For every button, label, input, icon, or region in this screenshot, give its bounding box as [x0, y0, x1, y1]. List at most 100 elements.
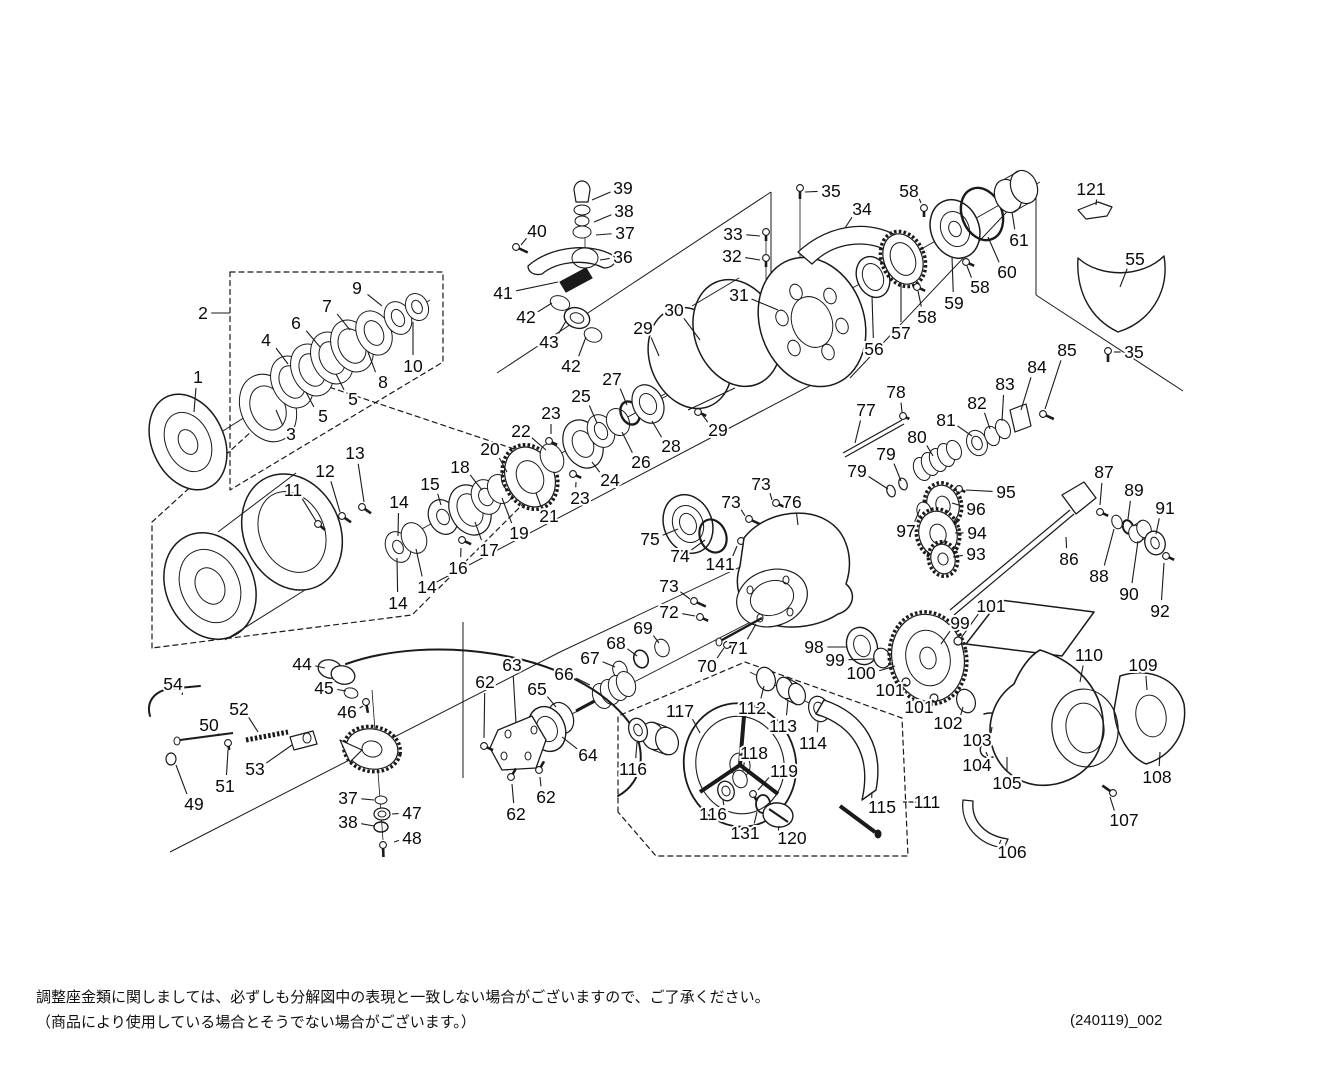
part-label-41: 41	[493, 283, 512, 303]
part-label-116: 116	[619, 759, 647, 779]
leader-line-46	[359, 705, 364, 709]
part-label-18: 18	[450, 457, 469, 477]
leader-line-41	[516, 281, 559, 292]
part-label-51: 51	[215, 776, 234, 796]
leader-line-19	[501, 497, 513, 524]
leader-line-1	[193, 387, 197, 413]
leader-line-80	[926, 445, 934, 457]
leader-line-79	[868, 476, 889, 490]
leader-line-24	[591, 461, 601, 473]
part-label-73: 73	[659, 576, 678, 596]
leader-line-99	[940, 630, 951, 645]
leader-line-45	[337, 688, 347, 692]
part-label-23: 23	[541, 403, 560, 423]
part-label-46: 46	[337, 702, 356, 722]
leader-line-40	[520, 237, 527, 246]
leader-line-65	[546, 696, 557, 708]
leader-line-29	[700, 412, 709, 423]
part-label-10: 10	[403, 356, 423, 376]
leader-line-92	[1160, 562, 1165, 601]
leader-line-42	[537, 302, 553, 313]
leader-line-76	[795, 512, 799, 526]
part-label-3: 3	[286, 424, 296, 444]
leader-line-73	[680, 591, 691, 600]
leader-line-7	[336, 313, 351, 331]
leader-line-56	[871, 295, 874, 339]
leader-line-78	[900, 402, 903, 413]
leader-line-31	[751, 298, 779, 311]
part-label-44: 44	[292, 654, 312, 674]
leader-line-63	[512, 675, 517, 724]
part-label-120: 120	[777, 828, 806, 848]
leader-line-96	[951, 502, 964, 507]
part-label-110: 110	[1075, 645, 1103, 665]
part-label-59: 59	[944, 293, 963, 313]
part-label-20: 20	[480, 439, 500, 459]
leader-line-73	[769, 492, 773, 501]
leader-line-30	[683, 317, 701, 341]
part-label-33: 33	[723, 224, 742, 244]
leader-line-62	[511, 783, 515, 804]
part-label-32: 32	[722, 246, 741, 266]
leader-line-5	[335, 373, 345, 391]
leader-line-38	[361, 823, 375, 827]
part-label-99: 99	[950, 613, 969, 633]
leader-line-103	[990, 726, 993, 733]
part-label-84: 84	[1027, 357, 1047, 377]
part-label-14: 14	[417, 577, 437, 597]
part-label-7: 7	[322, 296, 332, 316]
part-label-43: 43	[539, 332, 558, 352]
part-label-54: 54	[163, 674, 183, 694]
leader-line-64	[561, 736, 578, 750]
leader-line-74	[690, 539, 706, 551]
part-label-14: 14	[388, 593, 408, 613]
leader-line-28	[651, 420, 663, 438]
leader-line-20	[498, 457, 508, 473]
disclaimer-line-1: 調整座金類に関しましては、必ずしも分解図中の表現と一致しない場合がございますので…	[36, 989, 770, 1006]
leader-line-34	[844, 216, 853, 229]
leader-line-117	[692, 718, 701, 734]
part-label-101: 101	[976, 596, 1005, 616]
leader-line-26	[621, 431, 633, 453]
leader-line-58	[918, 198, 922, 204]
leader-line-25	[588, 405, 598, 424]
part-label-23: 23	[570, 488, 589, 508]
leader-line-113	[785, 699, 789, 716]
leader-line-69	[652, 635, 660, 644]
part-label-67: 67	[580, 648, 599, 668]
part-label-61: 61	[1009, 230, 1028, 250]
part-label-112: 112	[738, 698, 766, 718]
part-label-14: 14	[389, 492, 409, 512]
leader-line-83	[1001, 394, 1005, 422]
disclaimer-line-2: （商品により使用している場合とそうでない場合がございます。）	[36, 1014, 476, 1031]
part-label-73: 73	[721, 492, 740, 512]
part-label-98: 98	[804, 637, 823, 657]
part-label-77: 77	[856, 400, 875, 420]
leader-line-87	[1099, 482, 1103, 506]
part-label-38: 38	[338, 812, 357, 832]
part-label-119: 119	[770, 761, 798, 781]
part-label-49: 49	[184, 794, 203, 814]
leader-line-110	[1079, 665, 1084, 683]
part-label-55: 55	[1125, 249, 1144, 269]
leader-line-112	[760, 685, 765, 699]
part-label-42: 42	[516, 307, 535, 327]
part-label-6: 6	[291, 313, 301, 333]
leader-line-109	[1145, 675, 1148, 691]
leader-line-21	[535, 492, 542, 507]
part-label-85: 85	[1057, 340, 1076, 360]
leader-line-58	[917, 290, 922, 307]
leader-line-18	[469, 474, 483, 491]
leader-line-108	[1158, 751, 1161, 767]
part-label-15: 15	[420, 474, 439, 494]
part-label-81: 81	[936, 410, 955, 430]
part-label-102: 102	[933, 713, 962, 733]
leader-line-75	[662, 528, 679, 536]
part-label-83: 83	[995, 374, 1014, 394]
leader-line-36	[599, 257, 610, 261]
document-code: (240119)_002	[1070, 1012, 1163, 1029]
leader-line-50	[217, 733, 220, 737]
part-label-131: 131	[730, 823, 759, 843]
leader-line-14	[415, 548, 423, 577]
